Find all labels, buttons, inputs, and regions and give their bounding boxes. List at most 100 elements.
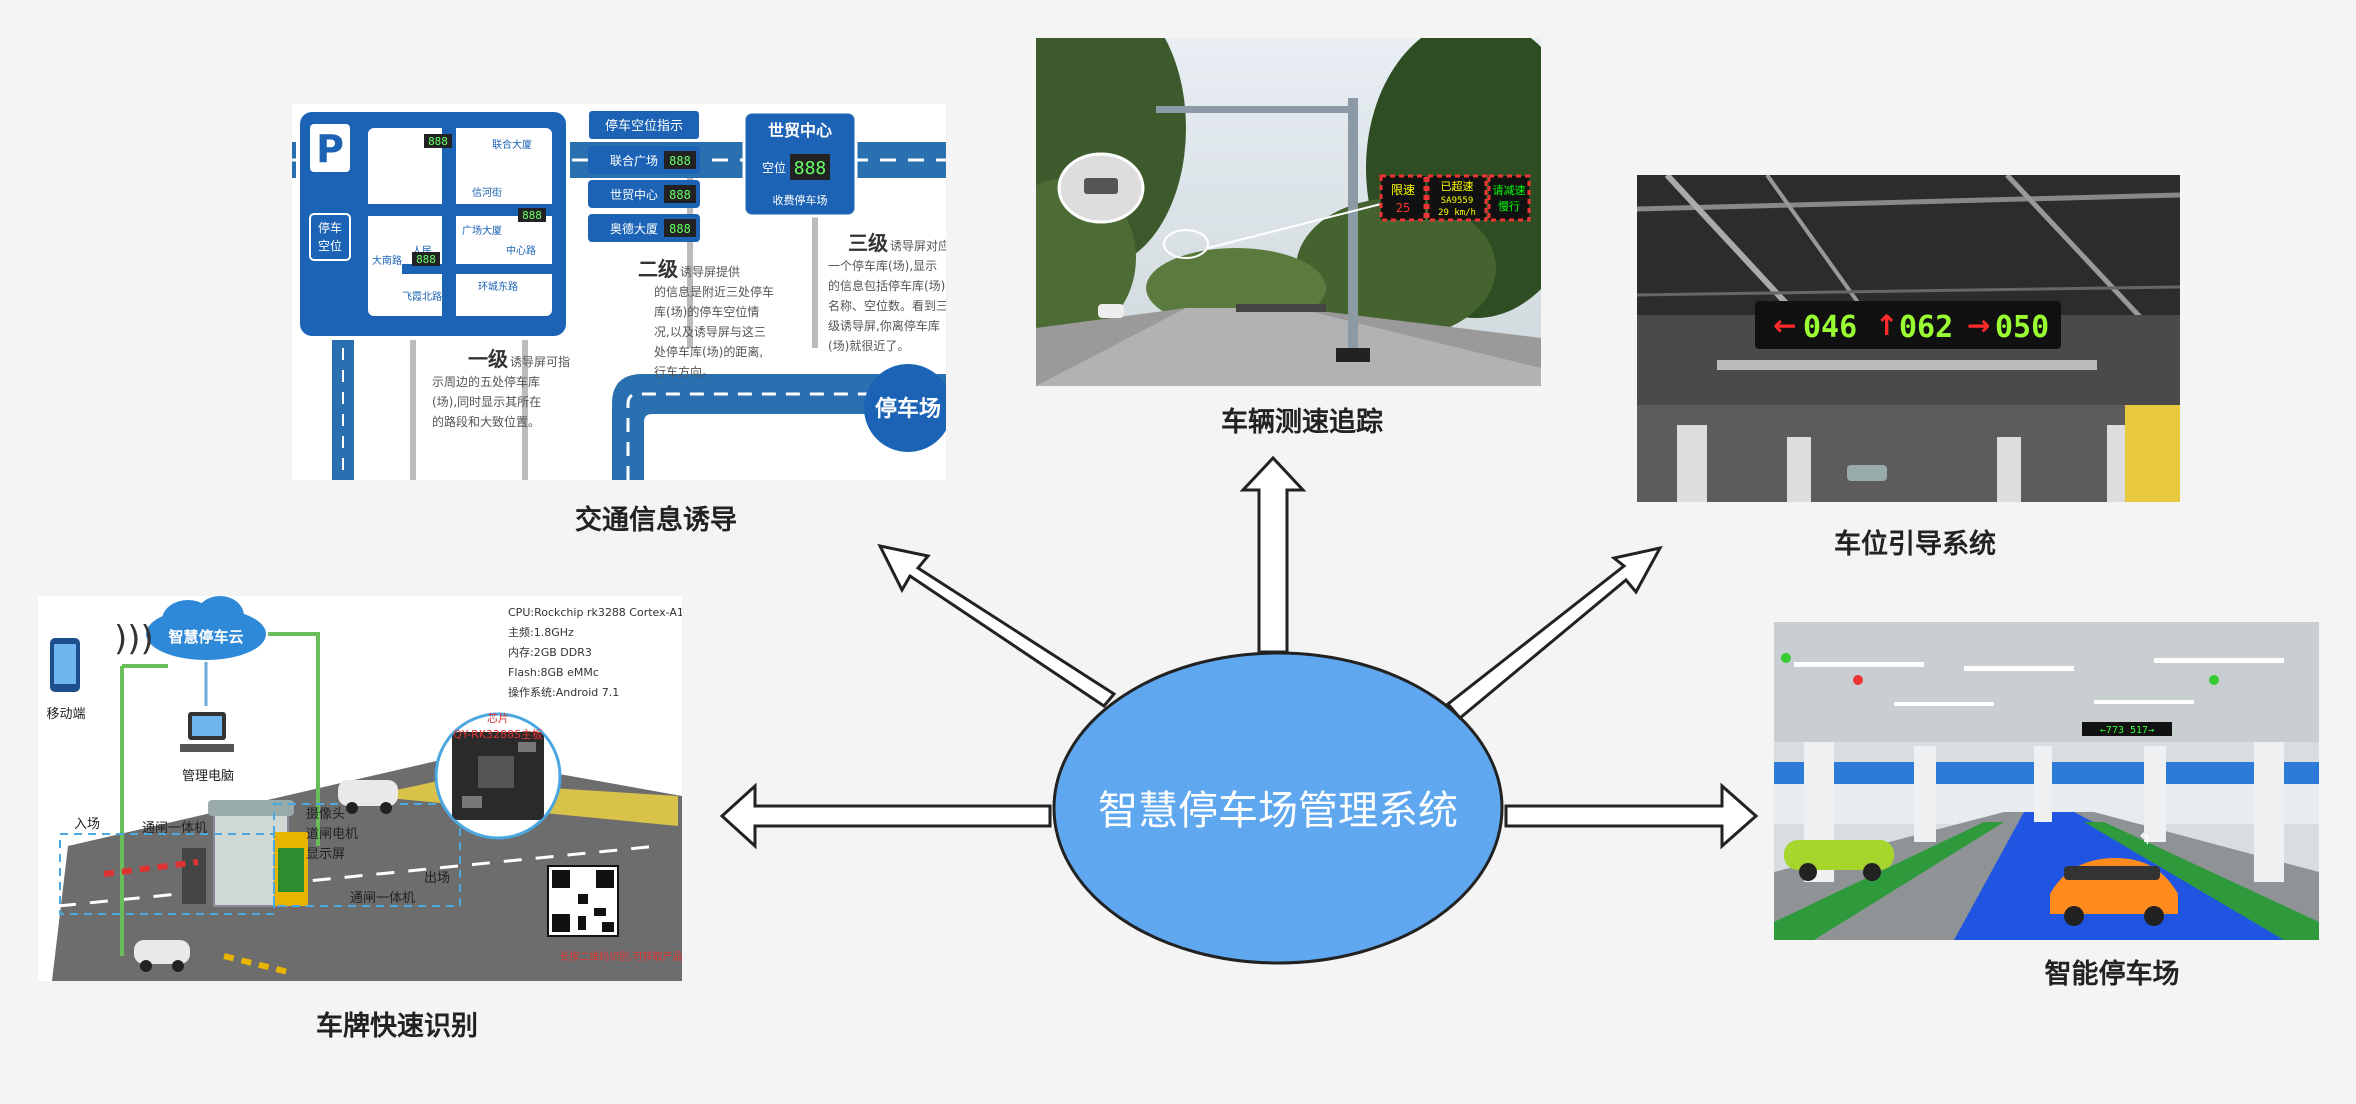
gate-motor-label: 道闸电机 xyxy=(306,827,358,842)
level2-line5: 处停车库(场)的距离, xyxy=(654,344,763,359)
side-counter-1: 888 xyxy=(669,154,691,168)
level3-title: 三级 xyxy=(848,231,888,255)
entry-label: 入场 xyxy=(74,817,100,832)
speed-sign-1-line1: 限速 xyxy=(1391,183,1415,197)
center-sign-lot: 收费停车场 xyxy=(773,193,828,207)
spec-3: 内存:2GB DDR3 xyxy=(508,645,592,659)
mobile-label: 移动端 xyxy=(46,707,85,722)
level1-line4: 的路段和大致位置。 xyxy=(432,414,540,429)
level2-title: 二级 xyxy=(638,257,678,281)
side-counter-3: 888 xyxy=(669,222,691,236)
wifi-icon: ))) xyxy=(114,619,154,659)
level3-line6: (场)就很近了。 xyxy=(828,339,909,353)
parking-p-sign: P xyxy=(316,127,344,171)
plate-recognition-illustration: 智慧停车云 移动端 ))) 管理电脑 入场 通闸一体机 摄像头 道闸电机 显示屏… xyxy=(38,596,682,981)
level3-line1: 诱导屏对应 xyxy=(890,238,946,253)
speed-sign-2-line2: SA9559 xyxy=(1441,196,1474,206)
level2-line1: 诱导屏提供 xyxy=(680,264,740,279)
spec-5: 操作系统:Android 7.1 xyxy=(508,685,619,699)
level1-line2: 示周边的五处停车库 xyxy=(432,374,540,389)
plate-recognition-image: 智慧停车云 移动端 ))) 管理电脑 入场 通闸一体机 摄像头 道闸电机 显示屏… xyxy=(38,596,682,981)
level2-line3: 库(场)的停车空位情 xyxy=(654,304,759,319)
level3-line2: 一个停车库(场),显示 xyxy=(828,258,937,273)
level1-line3: (场),同时显示其所在 xyxy=(432,395,541,409)
center-sign-title: 世贸中心 xyxy=(768,121,832,140)
smart-parking-render: ←773 517→ ↰ xyxy=(1774,622,2319,940)
traffic-guidance-illustration: P 停车 空位 信河街 广场大厦 人民 飞霞北路 环城东路 大南路 联合大厦 中… xyxy=(292,104,946,480)
center-system-label: 智慧停车场管理系统 xyxy=(1098,788,1458,834)
level3-line4: 名称、空位数。看到三 xyxy=(828,298,946,313)
arrow-to-traffic-guidance xyxy=(877,543,1117,708)
map-label-7: 联合大厦 xyxy=(492,138,532,151)
guide-value-2: 062 xyxy=(1899,310,1953,345)
caption-speed-tracking: 车辆测速追踪 xyxy=(1221,407,1383,438)
pc-label: 管理电脑 xyxy=(182,769,234,784)
allinone-label-2: 通闸一体机 xyxy=(350,891,415,906)
counter-2: 888 xyxy=(522,209,542,222)
parking-guidance-image: ← 046 ↑ 062 → 050 xyxy=(1637,175,2180,502)
board-title: 芯片 xyxy=(487,711,509,725)
caption-parking-guidance: 车位引导系统 xyxy=(1834,529,1996,560)
map-label-4: 飞霞北路 xyxy=(402,290,442,303)
map-label-5: 环城东路 xyxy=(478,280,518,293)
counter-1: 888 xyxy=(428,135,448,148)
cloud-label: 智慧停车云 xyxy=(168,628,243,646)
level2-line4: 况,以及诱导屏与这三 xyxy=(654,324,766,339)
speed-sign-3-line1: 请减速 xyxy=(1493,184,1526,197)
speed-sign-2-line1: 已超速 xyxy=(1441,179,1474,193)
side-sign-title: 停车空位指示 xyxy=(605,118,683,134)
map-label-6: 大南路 xyxy=(372,254,402,267)
level3-line5: 级诱导屏,你离停车库 xyxy=(828,318,940,333)
spec-1: CPU:Rockchip rk3288 Cortex-A17 xyxy=(508,606,682,619)
parking-guidance-photo: ← 046 ↑ 062 → 050 xyxy=(1637,175,2180,502)
speed-sign-2-line3: 29 km/h xyxy=(1438,208,1476,218)
counter-3: 888 xyxy=(416,253,436,266)
guide-arrow-right: → xyxy=(1967,309,1990,342)
side-item-1: 联合广场 xyxy=(610,153,658,168)
speed-sign-3-line2: 慢行 xyxy=(1498,200,1520,213)
center-sign-sub: 空位 xyxy=(762,160,786,175)
side-item-3: 奥德大厦 xyxy=(610,221,658,236)
smart-sign-text: ←773 517→ xyxy=(2100,725,2154,736)
caption-traffic-guidance: 交通信息诱导 xyxy=(575,505,737,536)
stop-text-2: 空位 xyxy=(318,238,342,253)
arrow-to-smart-parking xyxy=(1504,782,1759,850)
qr-note: 长按二维码识别,可获取产品资料哦! xyxy=(559,950,682,963)
speed-tracking-image: 限速 25 已超速 SA9559 29 km/h 请减速 慢行 xyxy=(1036,38,1541,386)
exit-label: 出场 xyxy=(424,871,450,886)
map-label-8: 中心路 xyxy=(506,244,536,257)
camera-label: 摄像头 xyxy=(306,807,345,822)
center-counter: 888 xyxy=(794,158,827,179)
lane-arrow-icon: ↰ xyxy=(2138,829,2151,848)
guide-arrow-up: ↑ xyxy=(1875,309,1898,342)
stop-text-1: 停车 xyxy=(318,220,342,235)
board-model: QY-RK3288S主板 xyxy=(453,727,543,741)
arrow-to-speed-tracking xyxy=(1239,455,1307,654)
speed-tracking-photo: 限速 25 已超速 SA9559 29 km/h 请减速 慢行 xyxy=(1036,38,1541,386)
arrow-to-parking-guidance xyxy=(1445,545,1663,721)
level2-line6: 行车方向。 xyxy=(654,364,714,379)
level2-line2: 的信息是附近三处停车 xyxy=(654,284,774,299)
allinone-label-1: 通闸一体机 xyxy=(142,821,207,836)
guide-arrow-left: ← xyxy=(1773,309,1796,342)
parking-lot-circle-label: 停车场 xyxy=(875,396,941,422)
caption-smart-parking: 智能停车场 xyxy=(2044,959,2180,990)
guide-value-1: 046 xyxy=(1803,310,1857,345)
smart-parking-image: ←773 517→ ↰ xyxy=(1774,622,2319,940)
caption-plate-recognition: 车牌快速识别 xyxy=(316,1011,478,1042)
level1-line1: 诱导屏可指 xyxy=(510,354,570,369)
side-item-2: 世贸中心 xyxy=(610,187,658,202)
guide-value-3: 050 xyxy=(1995,310,2049,345)
spec-2: 主频:1.8GHz xyxy=(508,625,574,639)
map-label-1: 信河街 xyxy=(472,186,502,199)
spec-4: Flash:8GB eMMc xyxy=(508,666,599,679)
speed-sign-1-line2: 25 xyxy=(1396,201,1410,215)
traffic-guidance-image: P 停车 空位 信河街 广场大厦 人民 飞霞北路 环城东路 大南路 联合大厦 中… xyxy=(292,104,946,480)
level3-line3: 的信息包括停车库(场) xyxy=(828,278,945,293)
side-counter-2: 888 xyxy=(669,188,691,202)
display-label: 显示屏 xyxy=(306,847,345,862)
level1-title: 一级 xyxy=(468,347,508,371)
arrow-to-plate-recognition xyxy=(719,782,1052,850)
map-label-2: 广场大厦 xyxy=(462,224,502,237)
